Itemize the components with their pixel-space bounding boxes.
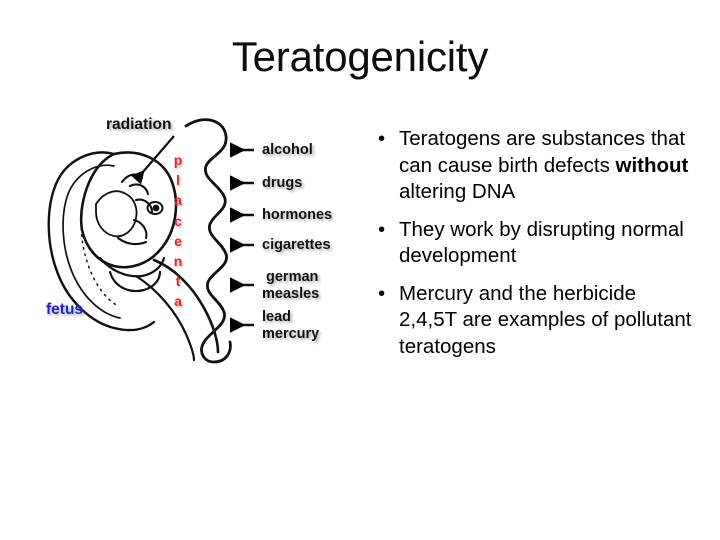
bullet-list: • Teratogens are substances that can cau… [372,126,698,371]
umbilical-cord [152,258,220,354]
placenta-membrane [184,118,232,364]
placenta-letter-7: t [175,273,181,290]
fetus-body-outline [79,151,178,269]
agent-label-cigarettes: cigarettes [262,237,331,254]
agent-label-line1: hormones [262,207,333,223]
bullet-glyph: • [378,217,386,241]
agent-label-line1: german [266,269,319,285]
agent-label-german-measles: german measles [262,269,319,302]
amniotic-sac-outline [47,151,156,332]
bullet-text-post: altering DNA [399,180,516,203]
bullet-text-pre: Teratogens are substances that can cause… [399,127,686,177]
agent-label-hormones: hormones [262,207,332,224]
placenta-letter-5: e [174,232,182,249]
diagram-label-placenta: p l a c e n t a [170,150,186,312]
bullet-glyph: • [378,127,386,150]
diagram-label-fetus: fetus [46,301,84,318]
agent-label-line1: lead [262,309,292,325]
bullet-glyph: • [378,281,386,305]
agent-label-line1: drugs [262,175,303,191]
agent-label-lead-mercury: lead mercury [262,309,319,342]
placenta-letter-3: a [174,192,182,209]
list-item: • Teratogens are substances that can cau… [372,126,698,206]
placenta-letter-1: p [173,152,183,168]
list-item: • Mercury and the herbicide 2,4,5T are e… [372,281,698,361]
bullet-text-pre: Mercury and the herbicide 2,4,5T are exa… [399,281,692,358]
fetus-tail-curl [108,270,162,293]
agent-label-line1: alcohol [262,142,313,158]
fetus-lower-fold [98,256,166,278]
agent-label-drugs: drugs [262,175,302,192]
agent-label-line2: mercury [262,325,320,342]
placenta-letter-4: c [174,212,182,229]
placenta-letter-8: a [174,293,182,310]
placenta-teratogen-diagram: radiation fetus p l a c e n t a alcohol … [18,108,366,364]
amniotic-sac-inner [62,164,121,319]
list-item: • They work by disrupting normal develop… [372,217,698,270]
agent-label-line1: cigarettes [262,237,331,253]
page-title: Teratogenicity [231,33,489,80]
bullet-text-pre: They work by disrupting normal developme… [399,217,684,268]
fetus-interior-detail [95,190,138,238]
placenta-letter-6: n [173,253,183,270]
bullet-text-strong: without [615,153,689,177]
agent-label-line2: measles [262,285,320,302]
agent-label-alcohol: alcohol [262,142,313,159]
placenta-letter-2: l [176,172,180,189]
fetus-eye [146,201,164,215]
diagram-artwork [47,118,254,364]
umbilical-cord-second-strand [134,274,196,362]
diagram-label-radiation: radiation [106,116,172,133]
radiation-arrow [131,135,175,185]
fetus-eye-pupil [152,204,160,212]
